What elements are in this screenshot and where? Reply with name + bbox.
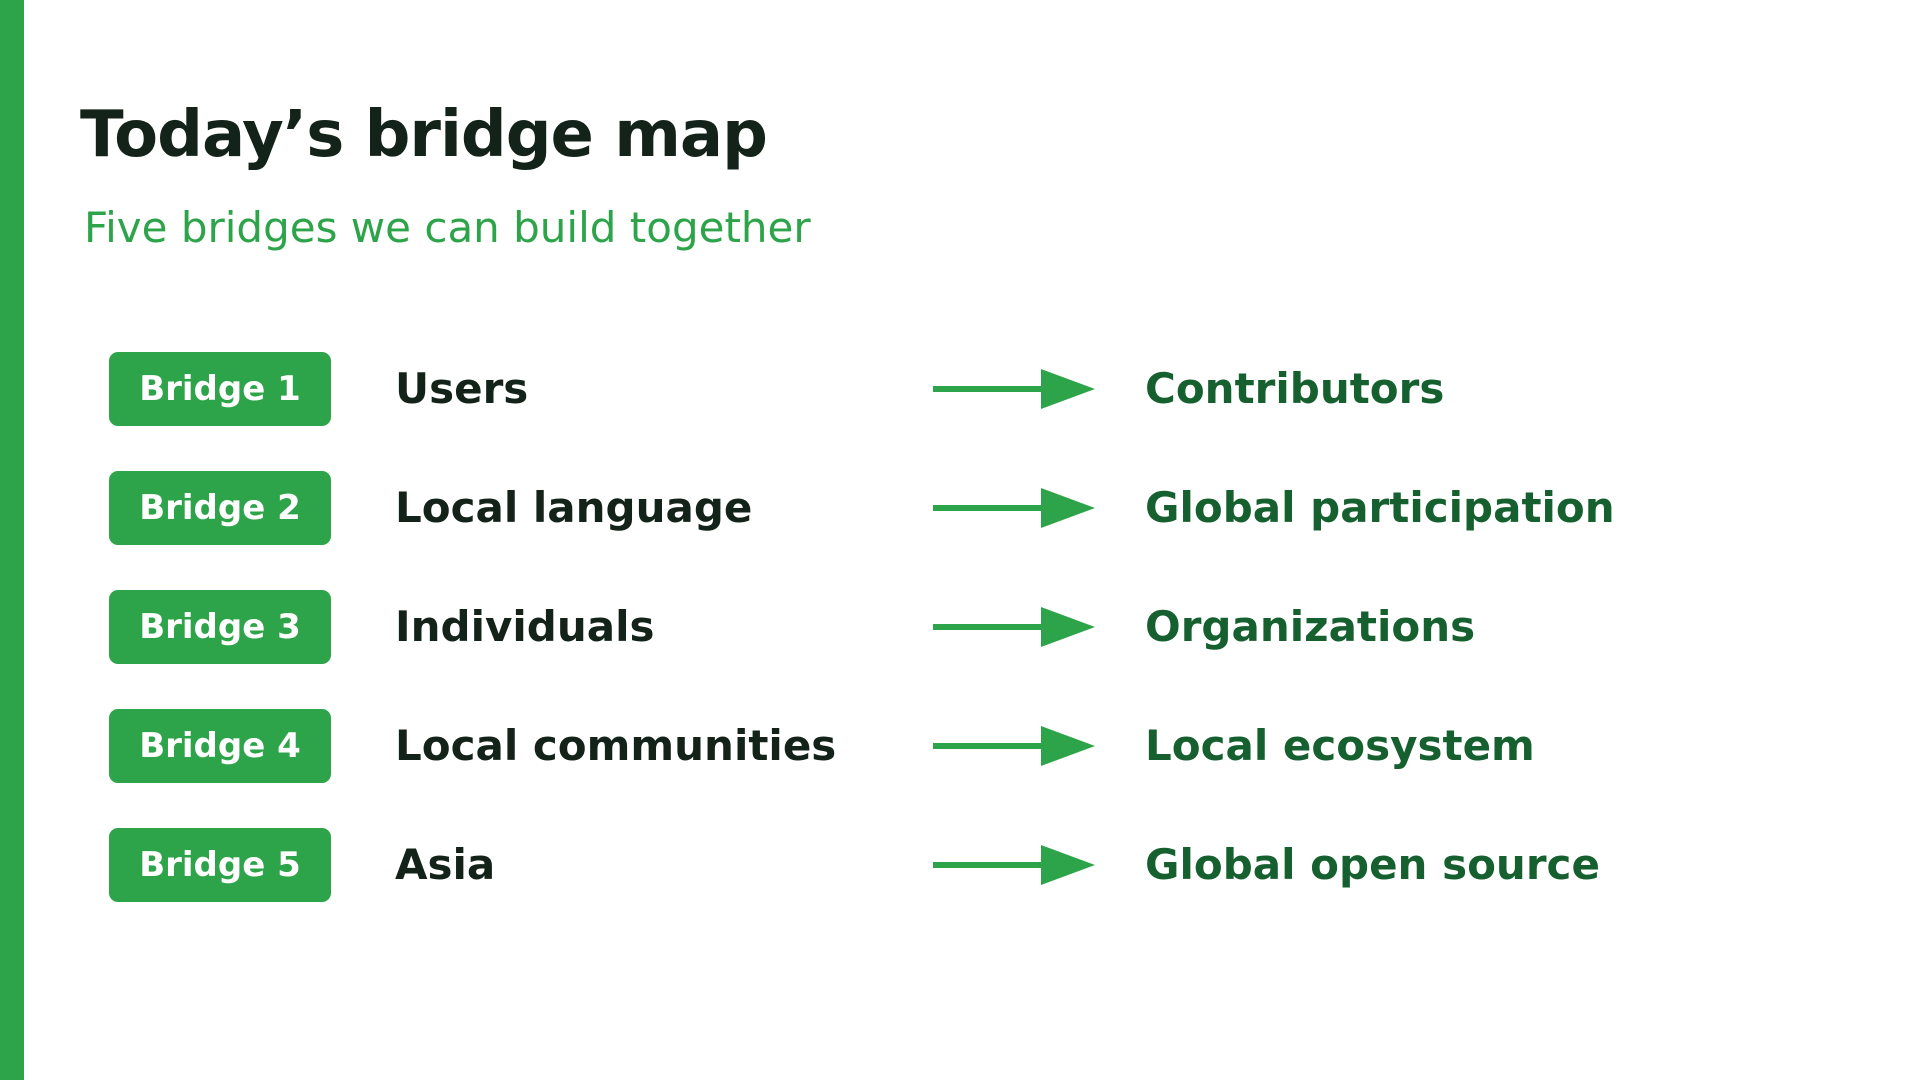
right-arrow-icon [933, 726, 1095, 766]
right-arrow-icon [933, 845, 1095, 885]
bridge-badge: Bridge 5 [109, 828, 331, 902]
right-arrow-icon [933, 488, 1095, 528]
bridge-row-3: Bridge 3 Individuals Organizations [0, 590, 1918, 664]
bridge-badge: Bridge 4 [109, 709, 331, 783]
bridge-badge: Bridge 3 [109, 590, 331, 664]
bridge-row-2: Bridge 2 Local language Global participa… [0, 471, 1918, 545]
bridge-to-label: Contributors [1145, 364, 1445, 413]
bridge-to-label: Global participation [1145, 483, 1615, 532]
bridge-to-label: Organizations [1145, 602, 1476, 651]
bridge-badge: Bridge 1 [109, 352, 331, 426]
right-arrow-icon [933, 607, 1095, 647]
bridge-from-label: Local communities [395, 721, 837, 770]
bridge-from-label: Asia [395, 840, 496, 889]
bridge-to-label: Local ecosystem [1145, 721, 1535, 770]
bridge-badge: Bridge 2 [109, 471, 331, 545]
bridge-to-label: Global open source [1145, 840, 1600, 889]
slide-subtitle: Five bridges we can build together [84, 203, 811, 252]
left-accent-bar [0, 0, 24, 1080]
right-arrow-icon [933, 369, 1095, 409]
bridge-from-label: Users [395, 364, 529, 413]
bridge-row-4: Bridge 4 Local communities Local ecosyst… [0, 709, 1918, 783]
slide-title: Today’s bridge map [80, 98, 768, 172]
bridge-row-5: Bridge 5 Asia Global open source [0, 828, 1918, 902]
bridge-from-label: Local language [395, 483, 753, 532]
bridge-row-1: Bridge 1 Users Contributors [0, 352, 1918, 426]
bridge-from-label: Individuals [395, 602, 655, 651]
